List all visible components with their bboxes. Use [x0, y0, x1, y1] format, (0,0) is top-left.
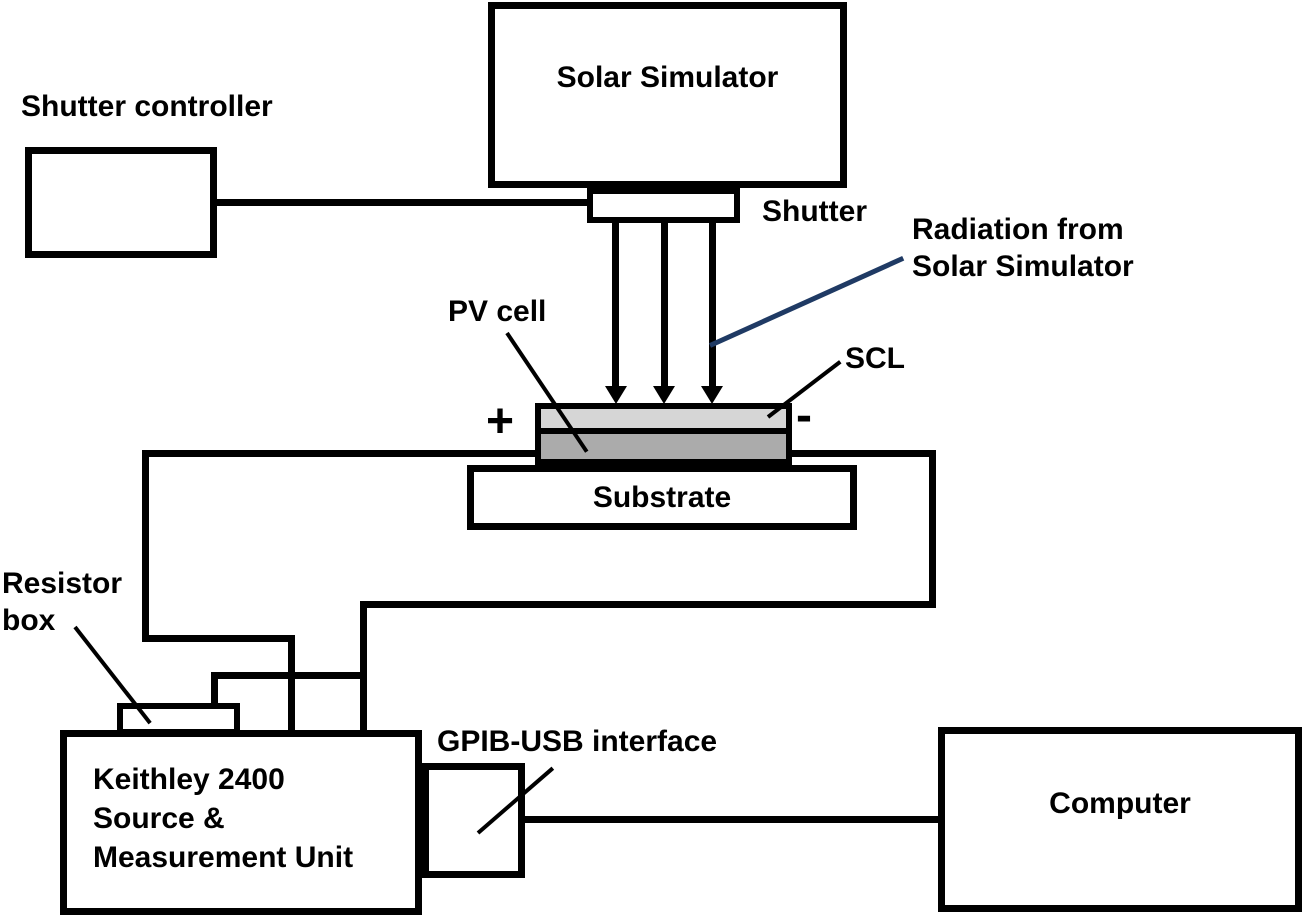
minus-wire-vertical-right: [929, 450, 936, 608]
shutter-controller-wire: [217, 199, 587, 206]
shutter-label: Shutter: [762, 195, 867, 228]
minus-wire-horizontal-top: [790, 450, 936, 457]
pv-cell-box: [535, 403, 792, 465]
resistor-box-label-line2: box: [2, 604, 56, 637]
gpib-interface-box: [422, 763, 525, 878]
solar-simulator-box: Solar Simulator: [488, 2, 847, 188]
plus-wire-horizontal-mid: [142, 635, 295, 642]
substrate-box: Substrate: [467, 465, 857, 530]
keithley-label-line3: Measurement Unit: [93, 841, 354, 874]
radiation-pointer-line: [708, 255, 905, 348]
plus-wire-horizontal-top: [142, 450, 535, 457]
computer-label: Computer: [1049, 787, 1191, 820]
pv-junction-line: [541, 428, 786, 434]
radiation-arrow-3-head: [701, 386, 723, 404]
pv-cell-label: PV cell: [448, 295, 547, 328]
plus-wire-vertical-left: [142, 450, 149, 642]
keithley-label-line2: Source &: [93, 802, 225, 835]
solar-simulator-label: Solar Simulator: [556, 61, 779, 94]
radiation-label-line1: Radiation from: [912, 213, 1124, 246]
shutter-box: [587, 188, 740, 223]
keithley-box: Keithley 2400 Source & Measurement Unit: [60, 730, 422, 915]
resistor-wire-horizontal: [211, 672, 367, 679]
scl-label: SCL: [845, 342, 905, 375]
keithley-label: Keithley 2400 Source & Measurement Unit: [67, 737, 415, 877]
scl-layer: [541, 409, 786, 428]
resistor-box-pointer-line: [73, 625, 152, 725]
radiation-arrow-2-head: [653, 386, 675, 404]
keithley-label-line1: Keithley 2400: [93, 763, 285, 796]
resistor-wire-vertical: [211, 672, 218, 706]
plus-wire-vertical-down: [288, 635, 295, 731]
resistor-box-label-line1: Resistor: [2, 567, 123, 600]
radiation-label: Radiation from Solar Simulator: [912, 211, 1134, 285]
shutter-controller-label: Shutter controller: [21, 90, 273, 123]
gpib-interface-label: GPIB-USB interface: [437, 725, 718, 758]
resistor-box-label: Resistor box: [2, 565, 122, 639]
substrate-label: Substrate: [592, 480, 732, 514]
radiation-arrow-1-shaft: [612, 223, 619, 389]
shutter-controller-box: [25, 147, 217, 258]
computer-box: Computer: [938, 727, 1302, 912]
radiation-arrow-3-shaft: [709, 223, 716, 389]
radiation-label-line2: Solar Simulator: [912, 250, 1134, 283]
minus-wire-vertical-down: [360, 601, 367, 731]
plus-terminal-label: +: [486, 395, 515, 448]
gpib-computer-wire: [525, 816, 938, 823]
radiation-arrow-1-head: [605, 386, 627, 404]
minus-terminal-label: -: [796, 389, 812, 442]
minus-wire-horizontal-mid: [360, 601, 936, 608]
radiation-arrow-2-shaft: [661, 223, 668, 389]
